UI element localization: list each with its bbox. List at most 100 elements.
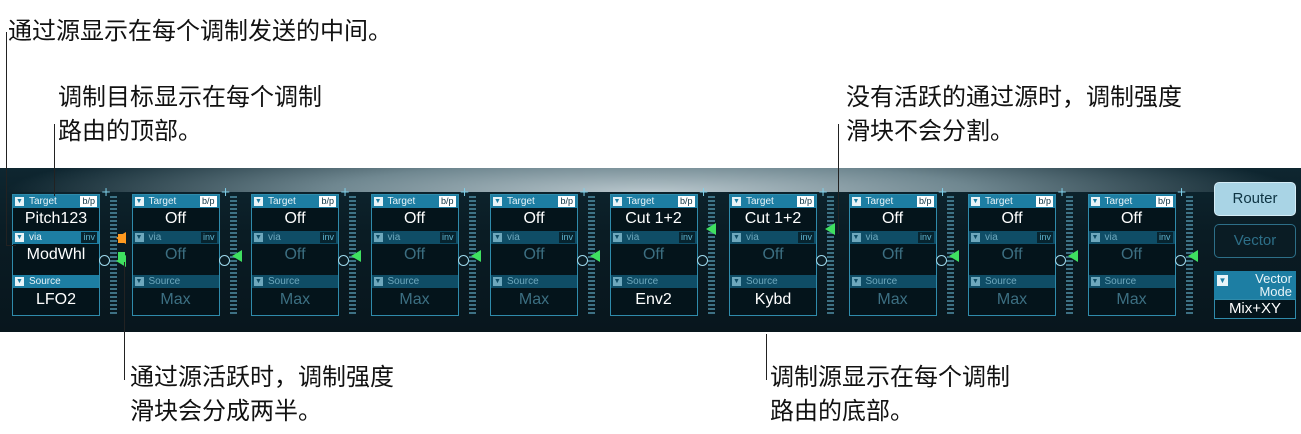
target-header[interactable]: ▼ Target b/p: [13, 195, 99, 208]
mod-amount-meter[interactable]: [110, 196, 117, 314]
dropdown-arrow-icon[interactable]: ▼: [612, 197, 622, 206]
dropdown-arrow-icon[interactable]: ▼: [971, 197, 980, 206]
dropdown-arrow-icon[interactable]: ▼: [373, 197, 383, 206]
via-header[interactable]: ▼ via inv: [849, 231, 936, 244]
source-value[interactable]: Max: [1116, 291, 1147, 308]
dropdown-arrow-icon[interactable]: ▼: [732, 197, 741, 206]
dropdown-arrow-icon[interactable]: ▼: [493, 277, 502, 286]
via-header[interactable]: ▼ via inv: [371, 231, 458, 244]
dropdown-arrow-icon[interactable]: ▼: [134, 233, 144, 242]
dropdown-arrow-icon[interactable]: ▼: [732, 277, 741, 286]
curve-knob[interactable]: [457, 255, 469, 266]
dropdown-arrow-icon[interactable]: ▼: [15, 233, 24, 242]
invert-toggle[interactable]: inv: [798, 232, 814, 243]
source-header[interactable]: ▼ Source: [13, 275, 99, 288]
via-value[interactable]: Off: [403, 246, 426, 263]
curve-knob[interactable]: [1055, 255, 1066, 266]
via-header[interactable]: ▼ via inv: [1088, 231, 1175, 244]
target-value[interactable]: Off: [164, 210, 187, 227]
invert-toggle[interactable]: inv: [439, 232, 456, 243]
amount-handle-green-icon[interactable]: [1187, 250, 1198, 262]
via-header[interactable]: ▼ via inv: [730, 231, 816, 244]
target-header[interactable]: ▼ Target b/p: [132, 195, 219, 208]
via-header[interactable]: ▼ via inv: [252, 231, 338, 244]
target-value[interactable]: Off: [1120, 210, 1143, 227]
curve-knob[interactable]: [1174, 255, 1186, 266]
via-value[interactable]: Off: [284, 246, 306, 263]
source-header[interactable]: ▼ Source: [132, 275, 219, 288]
via-value[interactable]: Off: [881, 246, 904, 263]
bypass-toggle[interactable]: b/p: [558, 196, 575, 207]
dropdown-arrow-icon[interactable]: ▼: [373, 277, 383, 286]
amount-handle-green-icon[interactable]: [825, 223, 835, 235]
curve-knob[interactable]: [218, 255, 230, 266]
dropdown-arrow-icon[interactable]: ▼: [971, 277, 980, 286]
source-value[interactable]: Max: [996, 291, 1028, 308]
dropdown-arrow-icon[interactable]: ▼: [851, 233, 861, 242]
curve-knob[interactable]: [577, 255, 588, 266]
amount-handle-green-icon[interactable]: [948, 250, 959, 262]
source-header[interactable]: ▼ Source: [371, 275, 458, 288]
via-header[interactable]: ▼ via inv: [13, 231, 99, 244]
bypass-toggle[interactable]: b/p: [1036, 196, 1053, 207]
via-value[interactable]: Off: [1001, 246, 1023, 263]
via-value[interactable]: Off: [1120, 246, 1143, 263]
bypass-toggle[interactable]: b/p: [916, 196, 934, 207]
via-header[interactable]: ▼ via inv: [132, 231, 219, 244]
bypass-toggle[interactable]: b/p: [797, 196, 814, 207]
source-value[interactable]: Max: [518, 291, 550, 308]
target-header[interactable]: ▼ Target b/p: [969, 195, 1055, 208]
dropdown-arrow-icon[interactable]: ▼: [134, 197, 144, 206]
target-header[interactable]: ▼ Target b/p: [371, 195, 458, 208]
target-value[interactable]: Off: [284, 210, 306, 227]
dropdown-arrow-icon[interactable]: ▼: [254, 197, 263, 206]
target-value[interactable]: Pitch123: [24, 210, 88, 227]
via-header[interactable]: ▼ via inv: [969, 231, 1055, 244]
via-header[interactable]: ▼ via inv: [610, 231, 697, 244]
invert-toggle[interactable]: inv: [559, 232, 575, 243]
invert-toggle[interactable]: inv: [81, 232, 97, 243]
invert-toggle[interactable]: inv: [1156, 232, 1173, 243]
dropdown-arrow-icon[interactable]: ▼: [373, 233, 383, 242]
dropdown-arrow-icon[interactable]: ▼: [254, 233, 263, 242]
dropdown-arrow-icon[interactable]: ▼: [971, 233, 980, 242]
dropdown-arrow-icon[interactable]: ▼: [254, 277, 263, 286]
dropdown-arrow-icon[interactable]: ▼: [612, 277, 622, 286]
source-value[interactable]: Max: [160, 291, 191, 308]
target-value[interactable]: Off: [1001, 210, 1023, 227]
via-value[interactable]: Off: [642, 246, 665, 263]
amount-handle-green-icon[interactable]: [231, 250, 242, 262]
dropdown-arrow-icon[interactable]: ▼: [1090, 277, 1100, 286]
amount-handle-green-icon[interactable]: [705, 223, 716, 235]
source-header[interactable]: ▼ Source: [1088, 275, 1175, 288]
via-value[interactable]: ModWhl: [26, 246, 86, 263]
source-value[interactable]: Max: [877, 291, 908, 308]
dropdown-arrow-icon[interactable]: ▼: [1217, 275, 1228, 286]
target-value[interactable]: Off: [403, 210, 426, 227]
mod-amount-meter[interactable]: [827, 196, 834, 314]
vector-mode-value[interactable]: Mix+XY: [1214, 299, 1296, 319]
curve-knob[interactable]: [935, 255, 947, 266]
via-value[interactable]: Off: [762, 246, 784, 263]
target-header[interactable]: ▼ Target b/p: [849, 195, 936, 208]
source-value[interactable]: Kybd: [754, 291, 792, 308]
source-header[interactable]: ▼ Source: [969, 275, 1055, 288]
via-value[interactable]: Off: [523, 246, 545, 263]
bypass-toggle[interactable]: b/p: [319, 196, 336, 207]
dropdown-arrow-icon[interactable]: ▼: [1090, 197, 1100, 206]
dropdown-arrow-icon[interactable]: ▼: [851, 197, 861, 206]
bypass-toggle[interactable]: b/p: [1155, 196, 1173, 207]
source-value[interactable]: Max: [399, 291, 430, 308]
source-value[interactable]: LFO2: [35, 291, 76, 308]
target-header[interactable]: ▼ Target b/p: [730, 195, 816, 208]
source-value[interactable]: Max: [279, 291, 311, 308]
invert-toggle[interactable]: inv: [200, 232, 217, 243]
source-header[interactable]: ▼ Source: [849, 275, 936, 288]
source-header[interactable]: ▼ Source: [252, 275, 338, 288]
target-value[interactable]: Cut 1+2: [625, 210, 682, 227]
amount-handle-green-icon[interactable]: [116, 255, 126, 267]
dropdown-arrow-icon[interactable]: ▼: [851, 277, 861, 286]
amount-handle-green-icon[interactable]: [470, 250, 481, 262]
bypass-toggle[interactable]: b/p: [199, 196, 217, 207]
dropdown-arrow-icon[interactable]: ▼: [15, 197, 24, 206]
